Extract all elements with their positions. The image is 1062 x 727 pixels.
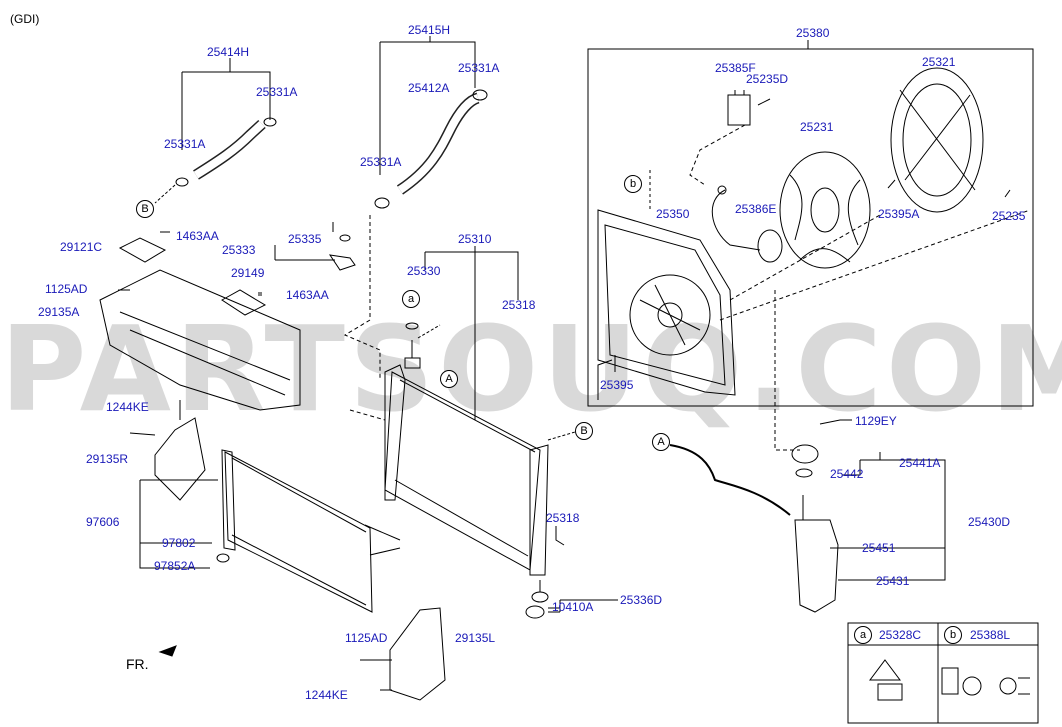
ref-marker-A-radiator: A <box>440 370 458 388</box>
part-label-1125AD-2[interactable]: 1125AD <box>345 631 388 645</box>
legend-part-25328C[interactable]: 25328C <box>879 628 922 642</box>
part-label-1463AA-1[interactable]: 1463AA <box>176 229 219 243</box>
part-label-25336D[interactable]: 25336D <box>620 593 663 607</box>
part-label-25318-2[interactable]: 25318 <box>546 511 580 525</box>
part-label-25350[interactable]: 25350 <box>656 207 690 221</box>
legend-key-a: a <box>854 626 872 644</box>
part-label-25231[interactable]: 25231 <box>800 120 834 134</box>
part-label-29121C[interactable]: 29121C <box>60 240 103 254</box>
part-label-1129EY[interactable]: 1129EY <box>855 414 897 428</box>
part-label-25395A[interactable]: 25395A <box>878 207 920 221</box>
part-label-1125AD-1[interactable]: 1125AD <box>45 282 88 296</box>
part-label-97802[interactable]: 97802 <box>162 536 196 550</box>
ref-marker-b-shroud: b <box>624 175 642 193</box>
warning-label-icon <box>870 655 910 705</box>
part-label-25430D[interactable]: 25430D <box>968 515 1011 529</box>
part-label-25414H[interactable]: 25414H <box>207 45 250 59</box>
part-label-29149[interactable]: 29149 <box>231 266 265 280</box>
part-label-25331A-4[interactable]: 25331A <box>360 155 402 169</box>
part-label-25333[interactable]: 25333 <box>222 243 256 257</box>
part-label-25330[interactable]: 25330 <box>407 264 441 278</box>
caution-label-icon <box>940 660 1035 700</box>
part-label-97852A[interactable]: 97852A <box>154 559 196 573</box>
part-label-25431[interactable]: 25431 <box>876 574 910 588</box>
front-direction-label: FR. <box>126 656 149 672</box>
part-label-10410A[interactable]: 10410A <box>552 600 594 614</box>
part-label-29135L[interactable]: 29135L <box>455 631 496 645</box>
part-label-25441A[interactable]: 25441A <box>899 456 941 470</box>
ref-marker-B-radiator: B <box>575 422 593 440</box>
part-label-25380[interactable]: 25380 <box>796 26 830 40</box>
part-label-25318-1[interactable]: 25318 <box>502 298 536 312</box>
variant-label: (GDI) <box>10 12 40 26</box>
part-label-25335[interactable]: 25335 <box>288 232 322 246</box>
part-label-97606[interactable]: 97606 <box>86 515 120 529</box>
part-label-25385F[interactable]: 25385F <box>715 61 756 75</box>
ref-marker-A-reservoir: A <box>652 433 670 451</box>
part-label-25442[interactable]: 25442 <box>830 467 864 481</box>
part-label-25386E[interactable]: 25386E <box>735 202 777 216</box>
part-label-29135R[interactable]: 29135R <box>86 452 129 466</box>
legend-key-b: b <box>944 626 962 644</box>
part-label-25395[interactable]: 25395 <box>600 378 634 392</box>
part-label-25235D[interactable]: 25235D <box>746 72 789 86</box>
part-label-25331A-1[interactable]: 25331A <box>256 85 298 99</box>
part-label-25310[interactable]: 25310 <box>458 232 492 246</box>
part-label-25321[interactable]: 25321 <box>922 55 956 69</box>
ref-marker-a-small: a <box>402 290 420 308</box>
part-label-1244KE-1[interactable]: 1244KE <box>106 400 149 414</box>
part-label-25412A[interactable]: 25412A <box>408 81 450 95</box>
part-label-25331A-2[interactable]: 25331A <box>164 137 206 151</box>
part-label-25451[interactable]: 25451 <box>862 541 896 555</box>
ref-marker-b-left: B <box>136 200 154 218</box>
part-label-1463AA-2[interactable]: 1463AA <box>286 288 329 302</box>
part-label-25415H[interactable]: 25415H <box>408 23 451 37</box>
part-label-1244KE-2[interactable]: 1244KE <box>305 688 348 702</box>
legend-part-25388L[interactable]: 25388L <box>970 628 1011 642</box>
part-label-25331A-3[interactable]: 25331A <box>458 61 500 75</box>
part-label-29135A[interactable]: 29135A <box>38 305 80 319</box>
part-label-25235[interactable]: 25235 <box>992 209 1026 223</box>
